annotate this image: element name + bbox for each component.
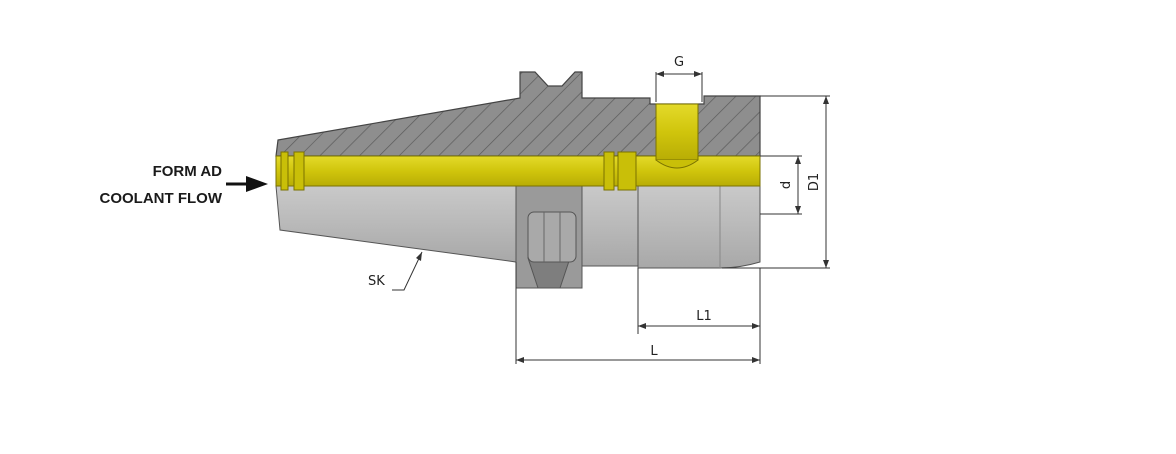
holder-section-upper xyxy=(275,71,761,157)
label-l: L xyxy=(650,344,658,359)
label-l1: L1 xyxy=(696,309,712,324)
coolant-flow-arrow xyxy=(226,176,268,192)
coolant-channel xyxy=(275,103,761,191)
label-g: G xyxy=(674,55,684,70)
holder-lower-body xyxy=(275,185,761,289)
label-d: d xyxy=(779,181,794,189)
label-coolant-flow: COOLANT FLOW xyxy=(100,190,223,207)
label-sk: SK xyxy=(368,274,385,289)
label-form-ad: FORM AD xyxy=(153,163,223,180)
dimension-lines xyxy=(392,71,830,364)
label-d1: D1 xyxy=(807,173,822,191)
